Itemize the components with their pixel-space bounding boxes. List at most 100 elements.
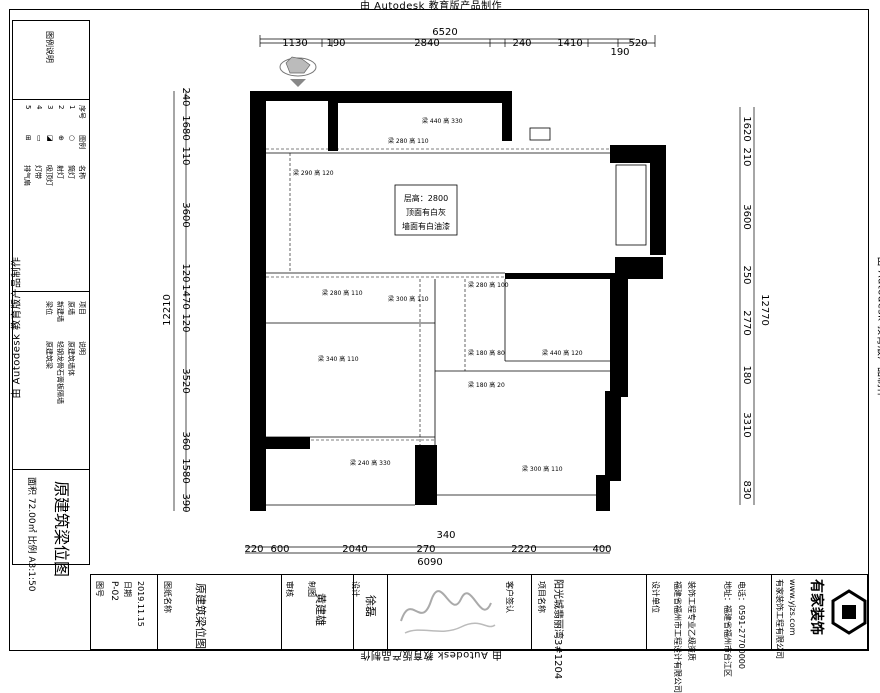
material-table: 项目说明原墙原建筑墙体新建墙轻钢龙骨石膏板隔墙梁位原建筑梁 xyxy=(15,301,87,411)
interior-lines xyxy=(260,127,647,506)
left-dim-seg: 120 xyxy=(180,313,191,332)
address-line: 地址：福建省福州市台江区 xyxy=(723,581,732,677)
drafter: 黄建雄 xyxy=(314,593,327,626)
legend-cell: 1 xyxy=(68,105,76,110)
left-dim-seg: 120 xyxy=(180,263,191,282)
right-dim-seg: 1620 xyxy=(741,116,752,141)
right-dim-seg: 3310 xyxy=(741,412,752,437)
beam-label: 梁 180 高 80 xyxy=(468,349,505,357)
legend-divider-3 xyxy=(13,469,89,470)
legend-cell: ○ xyxy=(68,135,76,142)
sheet-no-label: 图号 xyxy=(95,581,104,597)
top-dim-seg: 2840 xyxy=(414,38,439,49)
right-dim-seg: 2770 xyxy=(741,310,752,335)
north-arrow xyxy=(279,56,317,87)
room-note-line: 顶面有白灰 xyxy=(406,207,446,217)
company-logo-icon xyxy=(831,589,867,635)
company-sub: www.yjzs.com xyxy=(788,579,797,636)
signature xyxy=(400,590,496,634)
bottom-dim-above: 340 xyxy=(436,530,455,541)
beam-lines xyxy=(266,148,612,445)
left-dim-seg: 3600 xyxy=(180,202,191,227)
beam-label: 梁 180 高 20 xyxy=(468,381,505,389)
beam-label: 梁 240 高 330 xyxy=(350,459,391,467)
legend-cell: 2 xyxy=(57,105,65,110)
left-dim-total: 12210 xyxy=(162,294,173,326)
legend-cell: ⊕ xyxy=(57,135,65,141)
beam-label: 梁 340 高 110 xyxy=(318,355,359,363)
material-cell: 新建墙 xyxy=(56,301,64,322)
project-name: 阳光城翡丽湾3#1204 xyxy=(552,579,563,680)
beam-label: 梁 280 高 110 xyxy=(388,137,429,145)
area-scale-vertical: 面积 72.00㎡ 比例 A3:1:50 xyxy=(26,477,36,592)
bottom-dim-seg: 600 xyxy=(270,544,289,555)
right-dim-seg: 250 xyxy=(741,265,752,284)
bottom-dim-total: 6090 xyxy=(417,557,442,568)
bottom-dim-seg: 220 xyxy=(244,544,263,555)
bottom-dim-seg: 270 xyxy=(416,544,435,555)
legend-cell: 名称 xyxy=(78,165,86,179)
top-dim-extra: 190 xyxy=(610,47,629,58)
beam-label: 梁 290 高 120 xyxy=(293,169,334,177)
legend-cell: 5 xyxy=(24,105,32,110)
left-dim-seg: 1470 xyxy=(180,284,191,309)
material-cell: 原建筑墙体 xyxy=(67,341,75,376)
legend-cell: 图例 xyxy=(78,135,86,149)
design-unit-line: 福建省福州市工程设计有限公司 xyxy=(673,581,682,693)
right-dim-total: 12770 xyxy=(759,294,770,326)
right-dim-seg: 830 xyxy=(741,480,752,499)
beam-label: 梁 300 高 110 xyxy=(388,295,429,303)
legend-cell: 射灯 xyxy=(56,165,64,179)
design-unit-label: 设计单位 xyxy=(651,581,660,613)
top-dim-seg: 1410 xyxy=(557,38,582,49)
sheet-name: 原建筑梁位图 xyxy=(194,583,207,649)
walls xyxy=(250,91,666,511)
title-block: 图号 P-02 日期 2019.11.15 图纸名称 原建筑梁位图 审核 制图 … xyxy=(90,574,868,693)
design-unit-line: 装饰工程专业乙级资质 xyxy=(687,581,696,661)
legend-cell: 灯带 xyxy=(34,165,42,179)
room-note: 层高：2800 顶面有白灰 墙面有白油漆 xyxy=(394,184,458,236)
left-dim-seg: 390 xyxy=(180,493,191,512)
legend-divider-2 xyxy=(13,291,89,292)
legend-cell: 序号 xyxy=(78,105,86,119)
legend-cell: 吸顶灯 xyxy=(45,165,53,186)
company-sub: 有家装饰工程有限公司 xyxy=(775,579,784,659)
beam-label: 梁 440 高 330 xyxy=(422,117,463,125)
date: 2019.11.15 xyxy=(136,581,145,627)
watermark-right: 由 Autodesk 教育版产品制作 xyxy=(875,256,880,399)
right-dim-seg: 180 xyxy=(741,365,752,384)
top-dimension xyxy=(259,35,656,47)
bottom-dim-seg: 400 xyxy=(592,544,611,555)
client-label: 客户签认 xyxy=(505,581,514,613)
material-cell: 原墙 xyxy=(67,301,75,315)
beam-label: 梁 280 高 100 xyxy=(468,281,509,289)
bottom-dimension xyxy=(245,546,610,554)
top-dim-seg: 520 xyxy=(628,38,647,49)
watermark-bottom: 由 Autodesk 教育版产品制作 xyxy=(360,649,503,660)
left-dim-seg: 3520 xyxy=(180,368,191,393)
project-label: 项目名称 xyxy=(537,581,546,613)
room-note-line: 层高：2800 xyxy=(404,193,448,203)
beam-label: 梁 280 高 110 xyxy=(322,289,363,297)
legend-cell: 3 xyxy=(46,105,54,110)
date-label: 日期 xyxy=(123,581,132,597)
legend-cell: ⊞ xyxy=(24,135,32,141)
top-dim-seg: 190 xyxy=(326,38,345,49)
watermark-top: 由 Autodesk 教育版产品制作 xyxy=(360,1,503,12)
legend-cell: 排气扇 xyxy=(23,165,31,186)
right-dimension xyxy=(739,107,755,505)
room-note-line: 墙面有白油漆 xyxy=(402,221,450,231)
company-name: 有家装饰 xyxy=(808,579,824,635)
legend-cell: 4 xyxy=(35,105,43,110)
bottom-dim-seg: 2040 xyxy=(342,544,367,555)
top-dim-seg: 240 xyxy=(512,38,531,49)
designer: 徐磊 xyxy=(364,595,377,617)
material-cell: 梁位 xyxy=(45,301,53,315)
legend-title: 图例说明 xyxy=(45,31,54,63)
drawing-title-vertical: 原建筑梁位图 xyxy=(52,481,71,578)
material-cell: 原建筑梁 xyxy=(45,341,53,369)
legend-cell: ▭ xyxy=(35,135,43,142)
left-dimension xyxy=(173,91,187,511)
